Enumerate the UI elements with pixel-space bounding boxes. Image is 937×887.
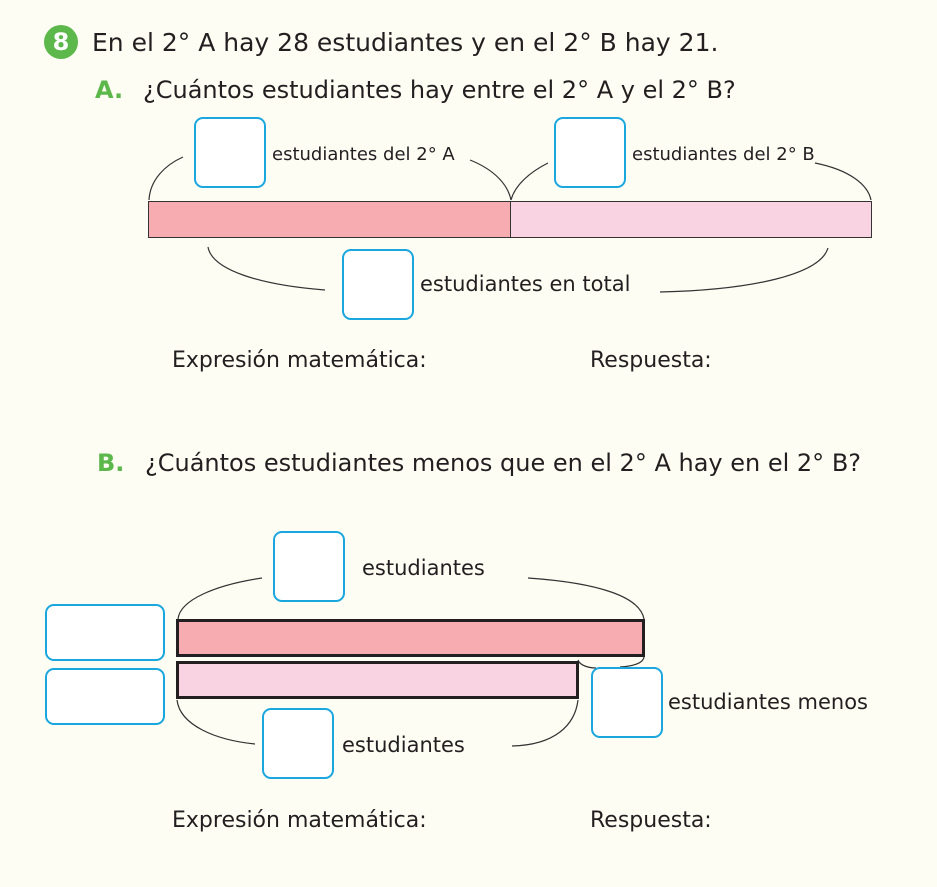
brace-bottom-right — [511, 699, 579, 747]
label-top: estudiantes — [362, 556, 485, 580]
brace-top-left — [177, 577, 263, 620]
answer-box-2b[interactable] — [554, 117, 626, 188]
problem-number-badge: 8 — [44, 25, 78, 59]
brace-a-right — [469, 159, 512, 201]
label-bottom: estudiantes — [342, 733, 465, 757]
answer-box-bottom[interactable] — [262, 708, 334, 779]
part-b-question: ¿Cuántos estudiantes menos que en el 2° … — [145, 449, 862, 477]
expression-label-a: Expresión matemática: — [172, 348, 427, 373]
label-diff: estudiantes menos — [668, 690, 868, 714]
bar-2b — [510, 201, 872, 238]
part-b-letter: B. — [97, 449, 125, 477]
answer-box-top[interactable] — [273, 531, 345, 602]
brace-diff-a — [577, 659, 597, 669]
brace-a-left — [148, 156, 184, 201]
part-a-question: ¿Cuántos estudiantes hay entre el 2° A y… — [143, 76, 736, 104]
brace-b-left — [510, 162, 549, 201]
answer-box-2a[interactable] — [194, 117, 266, 188]
brace-top-right — [527, 577, 645, 620]
bar-2a — [148, 201, 512, 238]
brace-diff-b — [619, 656, 645, 668]
problem-statement: En el 2° A hay 28 estudiantes y en el 2°… — [92, 28, 719, 57]
class-name-box-a[interactable] — [45, 604, 165, 661]
brace-total-right — [659, 247, 829, 293]
answer-box-total[interactable] — [342, 249, 414, 320]
answer-box-diff[interactable] — [591, 667, 663, 738]
expression-label-b: Expresión matemática: — [172, 808, 427, 833]
label-total: estudiantes en total — [420, 272, 631, 296]
brace-total-left — [207, 246, 326, 291]
answer-label-b: Respuesta: — [590, 808, 712, 833]
label-2a: estudiantes del 2° A — [272, 144, 455, 165]
part-a-letter: A. — [95, 76, 124, 104]
bar-b-2b — [176, 661, 579, 699]
brace-b-right — [814, 162, 872, 201]
brace-bottom-left — [176, 699, 256, 745]
bar-b-2a — [176, 619, 645, 657]
label-2b: estudiantes del 2° B — [632, 144, 815, 165]
class-name-box-b[interactable] — [45, 668, 165, 725]
answer-label-a: Respuesta: — [590, 348, 712, 373]
